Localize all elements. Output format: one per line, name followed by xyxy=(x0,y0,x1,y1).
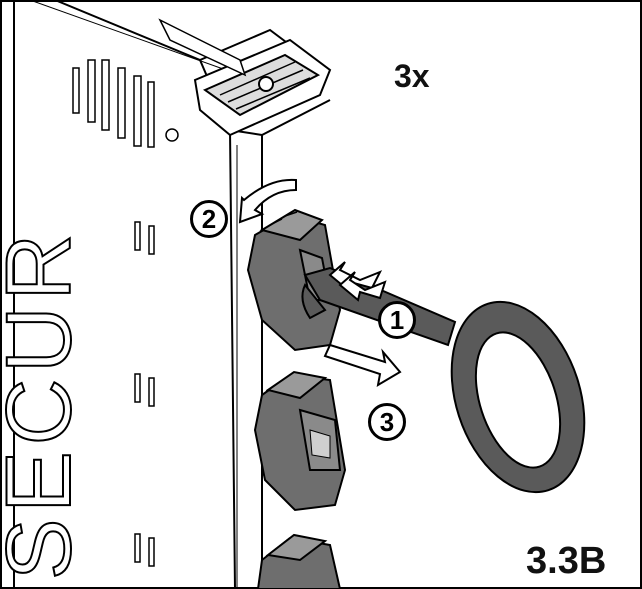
terminal-slot-pairs xyxy=(134,221,155,567)
step-1-marker: 1 xyxy=(378,301,416,339)
step-2-marker: 2 xyxy=(190,200,228,238)
fuse-carrier-bottom xyxy=(256,533,342,589)
arrow-press-in xyxy=(328,261,387,302)
arrow-pull-out xyxy=(323,343,402,387)
top-handle-grip xyxy=(158,18,332,137)
step-3-marker: 3 xyxy=(368,403,406,441)
vent-slots xyxy=(72,59,179,148)
brand-lettering-logo: SECUR xyxy=(0,227,91,581)
extraction-key xyxy=(301,266,586,494)
quantity-label: 3x xyxy=(394,58,430,94)
fuse-carrier-middle xyxy=(253,370,347,512)
figure-id: 3.3B xyxy=(526,540,607,582)
svg-text:SECUR: SECUR xyxy=(0,228,90,580)
arrow-rotate xyxy=(238,178,297,224)
